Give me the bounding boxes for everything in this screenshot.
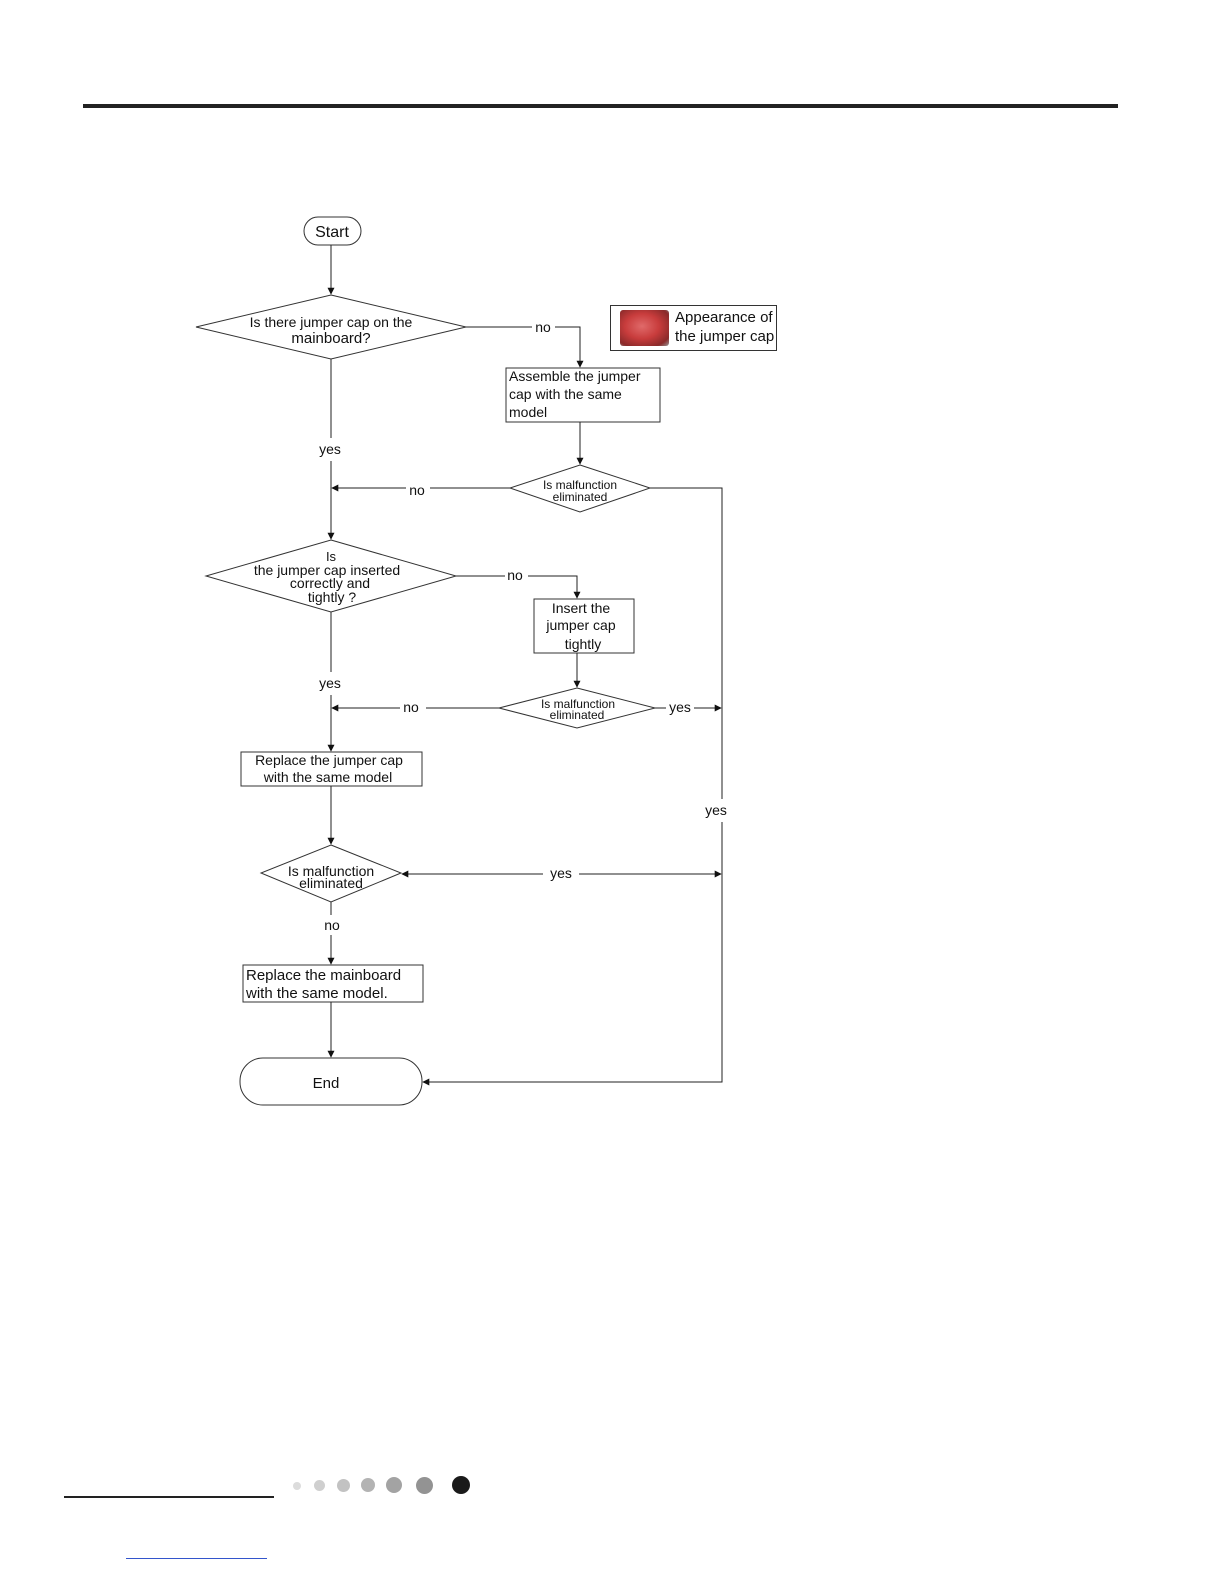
end-label: End (313, 1075, 340, 1092)
decision-eliminated-1-line2: eliminated (553, 490, 608, 504)
footer-dot-4 (361, 1478, 375, 1492)
jumper-cap-photo-icon (620, 310, 669, 346)
footer-dot-1 (293, 1482, 301, 1490)
process-insert-tightly-line3: tightly (565, 636, 602, 652)
footer-dot-5 (386, 1477, 402, 1493)
decision-eliminated-3-line1: Is malfunction (288, 863, 374, 879)
edge-inserted-no-b (528, 575, 581, 599)
header-rule (83, 104, 1118, 108)
label-elim3-yes: yes (550, 865, 572, 881)
decision-inserted-line3: correctly and (290, 575, 370, 591)
label-right-yes: yes (705, 802, 727, 818)
footer-dot-6 (416, 1477, 433, 1494)
process-replace-cap-line2: with the same model (263, 769, 392, 785)
process-replace-mainboard-line2: with the same model. (245, 985, 388, 1002)
label-q1-no: no (535, 319, 551, 335)
decision-eliminated-3-line2: eliminated (299, 875, 363, 891)
decision-inserted-line1: Is (326, 549, 337, 564)
decision-eliminated-2-line1: Is malfunction (541, 697, 615, 711)
edge-elim1-yes-a (650, 487, 723, 799)
decision-eliminated-1-line1: Is malfunction (543, 478, 617, 492)
start-terminator (303, 216, 362, 246)
process-insert-tightly-line1: Insert the (552, 600, 611, 616)
process-insert-tightly (533, 598, 635, 654)
decision-inserted-line2: the jumper cap inserted (254, 562, 400, 578)
label-elim3-no: no (324, 917, 340, 933)
decision-jumper-present-line2: mainboard? (291, 330, 370, 347)
edge-elim1-yes-b (422, 822, 723, 1086)
legend-caption-line2: the jumper cap (675, 328, 775, 345)
legend-caption-line1: Appearance of (675, 309, 773, 326)
process-assemble-line3: model (509, 404, 547, 420)
footer-dot-3 (337, 1479, 350, 1492)
process-replace-cap (240, 751, 423, 787)
end-terminator (239, 1057, 423, 1106)
process-assemble-line2: cap with the same (509, 386, 622, 402)
label-inserted-yes: yes (319, 675, 341, 691)
process-replace-cap-line1: Replace the jumper cap (255, 752, 403, 768)
footer-rule (64, 1496, 274, 1498)
footer-dot-7 (452, 1476, 470, 1494)
label-elim1-no: no (409, 482, 425, 498)
decision-eliminated-2 (498, 687, 656, 729)
label-elim2-no: no (403, 699, 419, 715)
decision-eliminated-2-line2: eliminated (550, 708, 605, 722)
legend-caption: Appearance of the jumper cap (675, 308, 778, 346)
decision-jumper-present-line1: Is there jumper cap on the (250, 314, 413, 330)
process-assemble (505, 367, 661, 423)
decision-eliminated-1 (508, 464, 652, 513)
label-elim2-yes: yes (669, 699, 691, 715)
start-label: Start (315, 224, 349, 241)
process-replace-mainboard (242, 964, 424, 1003)
process-assemble-line1: Assemble the jumper (509, 368, 641, 384)
jumper-cap-legend: Appearance of the jumper cap (610, 305, 777, 351)
footer-link-underline (126, 1558, 267, 1559)
label-q1-yes: yes (319, 441, 341, 457)
footer-dot-2 (314, 1480, 325, 1491)
process-replace-mainboard-line1: Replace the mainboard (246, 967, 401, 984)
label-inserted-no: no (507, 567, 523, 583)
decision-inserted-line4: tightly ? (308, 589, 356, 605)
edge-q1-no-b (555, 326, 584, 368)
process-insert-tightly-line2: jumper cap (545, 617, 615, 633)
